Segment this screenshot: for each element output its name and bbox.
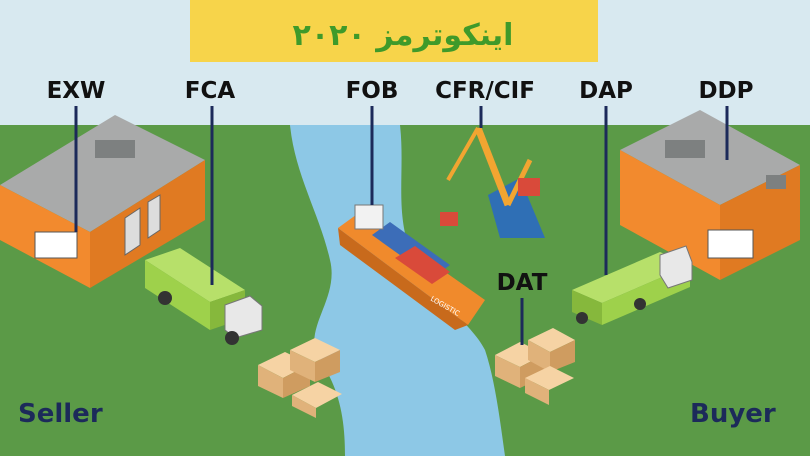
title-banner xyxy=(190,0,598,62)
term-cfr-cif: CFR/CIF xyxy=(435,78,535,104)
term-fca: FCA xyxy=(185,78,236,104)
term-exw: EXW xyxy=(47,78,106,104)
seller-truck xyxy=(145,248,263,345)
seller-boxes xyxy=(258,338,342,418)
buyer-label: Buyer xyxy=(690,399,776,429)
term-dap: DAP xyxy=(579,78,633,104)
term-dat: DAT xyxy=(497,270,548,296)
term-ddp: DDP xyxy=(698,78,753,104)
port-crane xyxy=(440,126,545,238)
seller-label: Seller xyxy=(18,399,103,429)
title: اینکوترمز ۲۰۲۰ xyxy=(293,18,514,53)
cargo-ship: LOGISTIC xyxy=(338,204,485,330)
seller-warehouse xyxy=(0,115,205,288)
buyer-boxes xyxy=(495,328,575,405)
pointer-lines xyxy=(74,106,729,345)
buyer-warehouse xyxy=(620,110,800,280)
river xyxy=(290,125,505,456)
term-fob: FOB xyxy=(346,78,399,104)
buyer-truck xyxy=(572,245,693,325)
